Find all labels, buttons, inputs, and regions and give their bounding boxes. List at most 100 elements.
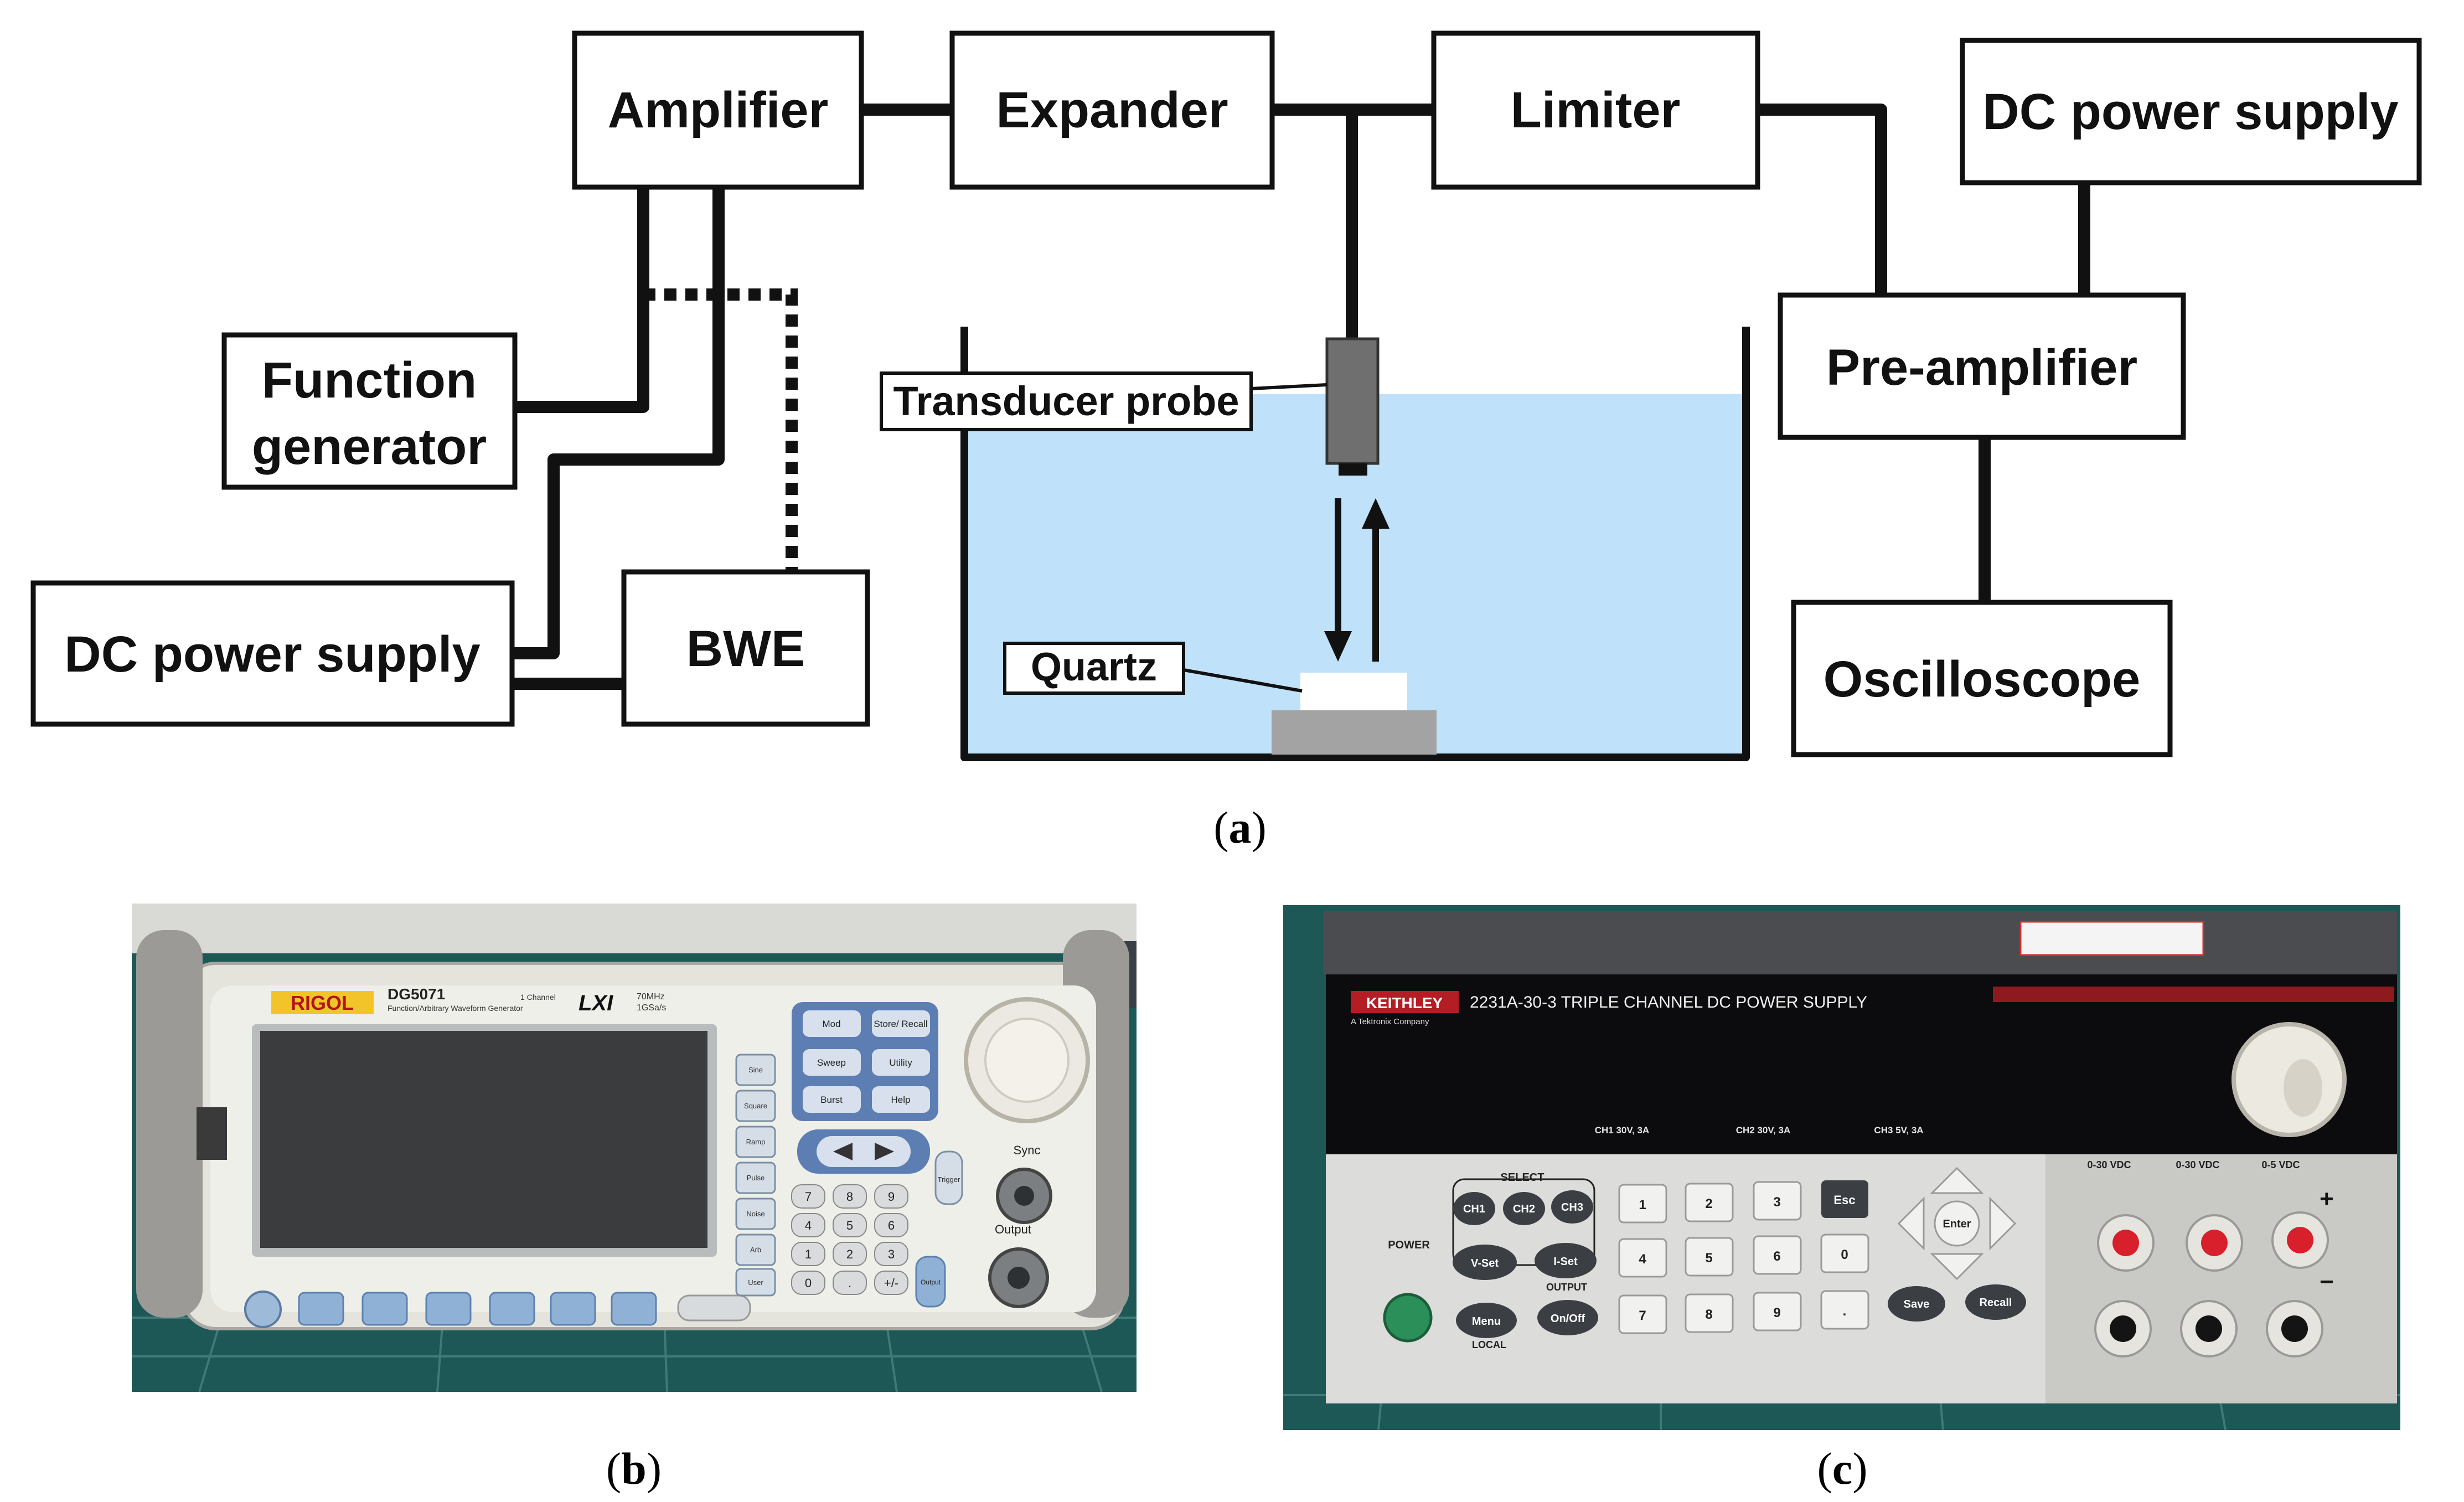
ch1-button[interactable] — [1453, 1192, 1495, 1225]
on-off-button[interactable] — [1537, 1300, 1598, 1335]
dc-power-supply-left-block — [30, 580, 515, 727]
panel-b: RIGOL DG5071 1 Channel Function/Arbitrar… — [132, 904, 1137, 1494]
soft-button[interactable] — [489, 1292, 535, 1326]
oscilloscope-block — [1791, 600, 2173, 757]
local-label: LOCAL — [1472, 1339, 1506, 1350]
numpad-key[interactable] — [874, 1242, 908, 1266]
power-button[interactable] — [244, 1291, 282, 1328]
bwe-label: BWE — [686, 621, 805, 677]
amp-function-gen-wire — [512, 181, 649, 413]
pre-amplifier-label: Pre-amplifier — [1826, 339, 2137, 396]
trigger-key[interactable] — [934, 1150, 963, 1205]
wave-key-square[interactable] — [735, 1090, 776, 1122]
numpad-key[interactable] — [874, 1213, 908, 1237]
wave-key-arb[interactable] — [735, 1233, 776, 1266]
soft-button[interactable] — [298, 1292, 344, 1326]
ch2-rating: CH2 30V, 3A — [1736, 1125, 1791, 1135]
burst-key[interactable] — [803, 1086, 861, 1113]
soft-button[interactable] — [425, 1292, 472, 1326]
soft-button[interactable] — [611, 1292, 657, 1326]
rigol-logo-box — [271, 991, 374, 1014]
numpad-key[interactable] — [874, 1271, 908, 1295]
numpad-key[interactable] — [833, 1184, 867, 1209]
probe-tip — [1339, 463, 1367, 476]
wave-key-user[interactable] — [735, 1268, 776, 1297]
panel-c: KEITHLEY A Tektronix Company 2231A-30-3 … — [1283, 905, 2400, 1494]
wave-key-pulse-label: Pulse — [747, 1174, 765, 1182]
mod-key[interactable] — [803, 1010, 861, 1037]
keypad-key-label: 6 — [1773, 1249, 1780, 1264]
keypad-key[interactable] — [1685, 1237, 1734, 1277]
burst-key-label: Burst — [820, 1095, 843, 1105]
keypad-key[interactable] — [1685, 1293, 1734, 1333]
ch2-button[interactable] — [1503, 1192, 1545, 1225]
rigol-desc-2: Function/Arbitrary Waveform Generator — [388, 1004, 523, 1013]
recall-key-label: Recall — [1980, 1297, 2012, 1309]
v-set-button[interactable] — [1453, 1245, 1517, 1280]
wave-key-noise-label: Noise — [746, 1210, 764, 1218]
numpad-key-label: 4 — [805, 1219, 812, 1232]
keypad-key-label: 5 — [1705, 1251, 1712, 1266]
soft-button[interactable] — [361, 1292, 408, 1326]
keypad-key[interactable] — [1685, 1183, 1734, 1222]
up-nav-key[interactable] — [1930, 1166, 1984, 1194]
numpad-key[interactable] — [791, 1213, 825, 1237]
numpad-key[interactable] — [833, 1213, 867, 1237]
numpad-key[interactable] — [791, 1271, 825, 1295]
wave-key-noise[interactable] — [735, 1198, 776, 1230]
esc-key[interactable] — [1821, 1180, 1868, 1218]
output-key[interactable] — [915, 1256, 946, 1308]
help-key[interactable] — [872, 1086, 930, 1113]
save-key[interactable] — [1888, 1286, 1945, 1322]
left-nav-key[interactable] — [1897, 1196, 1925, 1251]
down-nav-key[interactable] — [1930, 1253, 1984, 1281]
i-set-button[interactable] — [1535, 1243, 1597, 1278]
amp-dc-left-wire — [506, 181, 725, 659]
rigol-spec-1: 70MHz — [637, 992, 665, 1002]
terminal-labels: 0-30 VDC 0-30 VDC 0-5 VDC — [2087, 1159, 2300, 1170]
numpad-key[interactable] — [833, 1271, 867, 1295]
sweep-key[interactable] — [803, 1049, 861, 1076]
utility-key[interactable] — [872, 1049, 930, 1076]
desk-top-b — [132, 904, 1137, 953]
keypad-key[interactable] — [1618, 1238, 1667, 1278]
quartz-tag — [1003, 642, 1185, 695]
power-switch[interactable] — [1383, 1293, 1433, 1343]
ch3-button[interactable] — [1551, 1190, 1593, 1224]
keypad-key-label: 3 — [1773, 1195, 1780, 1210]
menu-button[interactable] — [1456, 1303, 1517, 1338]
enter-key[interactable] — [1934, 1200, 1980, 1247]
supply-red-stripe — [1993, 987, 2394, 1002]
wave-key-pulse[interactable] — [735, 1162, 776, 1194]
page-buttons[interactable] — [677, 1294, 751, 1322]
keypad-key[interactable] — [1753, 1235, 1802, 1275]
bwe-dotted-link — [643, 288, 798, 572]
keypad-key[interactable] — [1820, 1233, 1869, 1273]
expander-label: Expander — [996, 82, 1228, 138]
numpad-key[interactable] — [833, 1242, 867, 1266]
arrow-keys[interactable] — [817, 1136, 911, 1167]
rigol-desc-1: 1 Channel — [520, 993, 556, 1002]
keypad-key[interactable] — [1820, 1290, 1869, 1330]
ch2-negative-terminal-core — [2196, 1315, 2222, 1342]
right-nav-key[interactable] — [1989, 1196, 2017, 1251]
keypad-key[interactable] — [1618, 1294, 1667, 1334]
output-label: Output — [995, 1222, 1031, 1236]
wave-key-sine[interactable] — [735, 1054, 776, 1086]
soft-button[interactable] — [550, 1292, 596, 1326]
connections — [506, 104, 2090, 690]
ch3-positive-terminal-core — [2287, 1227, 2313, 1253]
numpad-key[interactable] — [874, 1184, 908, 1209]
numpad-key[interactable] — [791, 1184, 825, 1209]
limiter-label: Limiter — [1511, 82, 1681, 138]
numpad-key[interactable] — [791, 1242, 825, 1266]
numpad-key-label: +/- — [884, 1276, 898, 1290]
keypad-key[interactable] — [1753, 1292, 1802, 1331]
keypad-key[interactable] — [1753, 1181, 1802, 1221]
numpad-key-label: 3 — [888, 1247, 895, 1261]
recall-key[interactable] — [1965, 1284, 2026, 1320]
select-label: SELECT — [1501, 1171, 1544, 1184]
wave-key-ramp[interactable] — [735, 1126, 776, 1158]
keypad-key[interactable] — [1618, 1184, 1667, 1224]
store-recall-key[interactable] — [872, 1010, 930, 1037]
